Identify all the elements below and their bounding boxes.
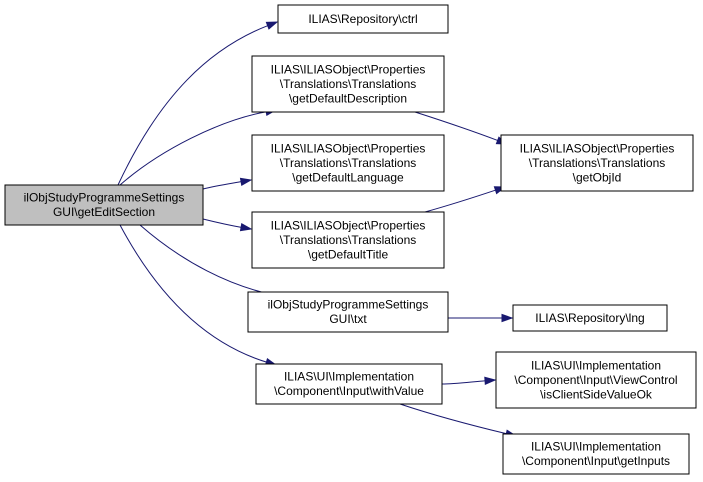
edge-line <box>202 181 243 190</box>
node-box[interactable] <box>251 55 445 113</box>
node-ctrl[interactable]: ILIAS\Repository\ctrl <box>277 4 449 34</box>
node-root[interactable]: ilObjStudyProgrammeSettingsGUI\getEditSe… <box>4 184 204 226</box>
node-label-line: \Translations\Translations <box>529 156 666 170</box>
node-label-line: ILIAS\Repository\ctrl <box>308 12 417 26</box>
node-label-line: GUI\getEditSection <box>53 205 155 219</box>
node-box[interactable] <box>4 184 204 226</box>
node-label-line: \getDefaultLanguage <box>292 170 404 184</box>
node-label-line: ILIAS\UI\Implementation <box>531 358 661 372</box>
node-box[interactable] <box>495 351 697 409</box>
edge-line <box>414 111 499 142</box>
node-get-obj-id[interactable]: ILIAS\ILIASObject\Properties\Translation… <box>500 134 694 192</box>
node-label-line: \getObjId <box>573 170 622 184</box>
node-label-line: GUI\txt <box>329 312 367 326</box>
node-label-line: ilObjStudyProgrammeSettings <box>268 298 429 312</box>
edge-line <box>399 403 508 435</box>
node-box[interactable] <box>251 134 445 192</box>
edge-root-to-ctrl <box>117 21 279 186</box>
node-label-line: ILIAS\ILIASObject\Properties <box>271 141 426 155</box>
node-label-line: ilObjStudyProgrammeSettings <box>24 191 185 205</box>
node-get-default-language[interactable]: ILIAS\ILIASObject\Properties\Translation… <box>251 134 445 192</box>
node-box[interactable] <box>247 291 449 333</box>
edge-txt-to-lng <box>448 313 514 323</box>
node-box[interactable] <box>500 134 694 192</box>
edge-with-value-to-get-inputs <box>399 403 518 438</box>
edge-line <box>441 380 487 385</box>
node-label-line: \getDefaultDescription <box>289 91 407 105</box>
node-label-line: \Translations\Translations <box>280 156 417 170</box>
node-label-line: ILIAS\Repository\lng <box>535 311 644 325</box>
node-label-line: ILIAS\ILIASObject\Properties <box>520 141 675 155</box>
node-label-line: ILIAS\UI\Implementation <box>531 440 661 454</box>
arrowhead <box>484 376 497 386</box>
node-label-line: ILIAS\ILIASObject\Properties <box>271 218 426 232</box>
node-label-line: \Component\Input\ViewControl <box>514 373 677 387</box>
edge-line <box>119 111 268 186</box>
arrowhead <box>265 21 279 30</box>
node-label-line: ILIAS\UI\Implementation <box>284 370 414 384</box>
node-get-inputs[interactable]: ILIAS\UI\Implementation\Component\Input\… <box>502 433 690 475</box>
edge-line <box>119 224 268 363</box>
node-label-line: \Translations\Translations <box>280 233 417 247</box>
edge-line <box>202 218 243 228</box>
edge-line <box>424 189 497 213</box>
arrowhead <box>501 313 514 323</box>
node-lng[interactable]: ILIAS\Repository\lng <box>512 304 668 332</box>
node-with-value[interactable]: ILIAS\UI\Implementation\Component\Input\… <box>255 363 443 405</box>
edge-root-to-get-default-title <box>202 218 253 232</box>
arrowhead <box>239 223 253 232</box>
node-label-line: \Component\Input\getInputs <box>522 454 670 468</box>
edge-line <box>117 24 269 186</box>
node-label-line: \Component\Input\withValue <box>274 384 424 398</box>
node-box[interactable] <box>277 4 449 34</box>
node-get-default-title[interactable]: ILIAS\ILIASObject\Properties\Translation… <box>251 211 445 269</box>
edge-root-to-get-default-language <box>202 177 253 190</box>
node-box[interactable] <box>251 211 445 269</box>
node-label-line: \isClientSideValueOk <box>540 387 653 401</box>
node-is-client-side-value-ok[interactable]: ILIAS\UI\Implementation\Component\Input\… <box>495 351 697 409</box>
nodes-layer: ilObjStudyProgrammeSettingsGUI\getEditSe… <box>4 4 697 475</box>
node-label-line: \getDefaultTitle <box>308 247 389 261</box>
node-label-line: ILIAS\ILIASObject\Properties <box>271 62 426 76</box>
node-get-default-description[interactable]: ILIAS\ILIASObject\Properties\Translation… <box>251 55 445 113</box>
node-box[interactable] <box>502 433 690 475</box>
edge-with-value-to-is-client-side-value-ok <box>441 376 497 386</box>
node-box[interactable] <box>255 363 443 405</box>
node-label-line: \Translations\Translations <box>280 77 417 91</box>
node-box[interactable] <box>512 304 668 332</box>
arrowhead <box>239 177 253 186</box>
